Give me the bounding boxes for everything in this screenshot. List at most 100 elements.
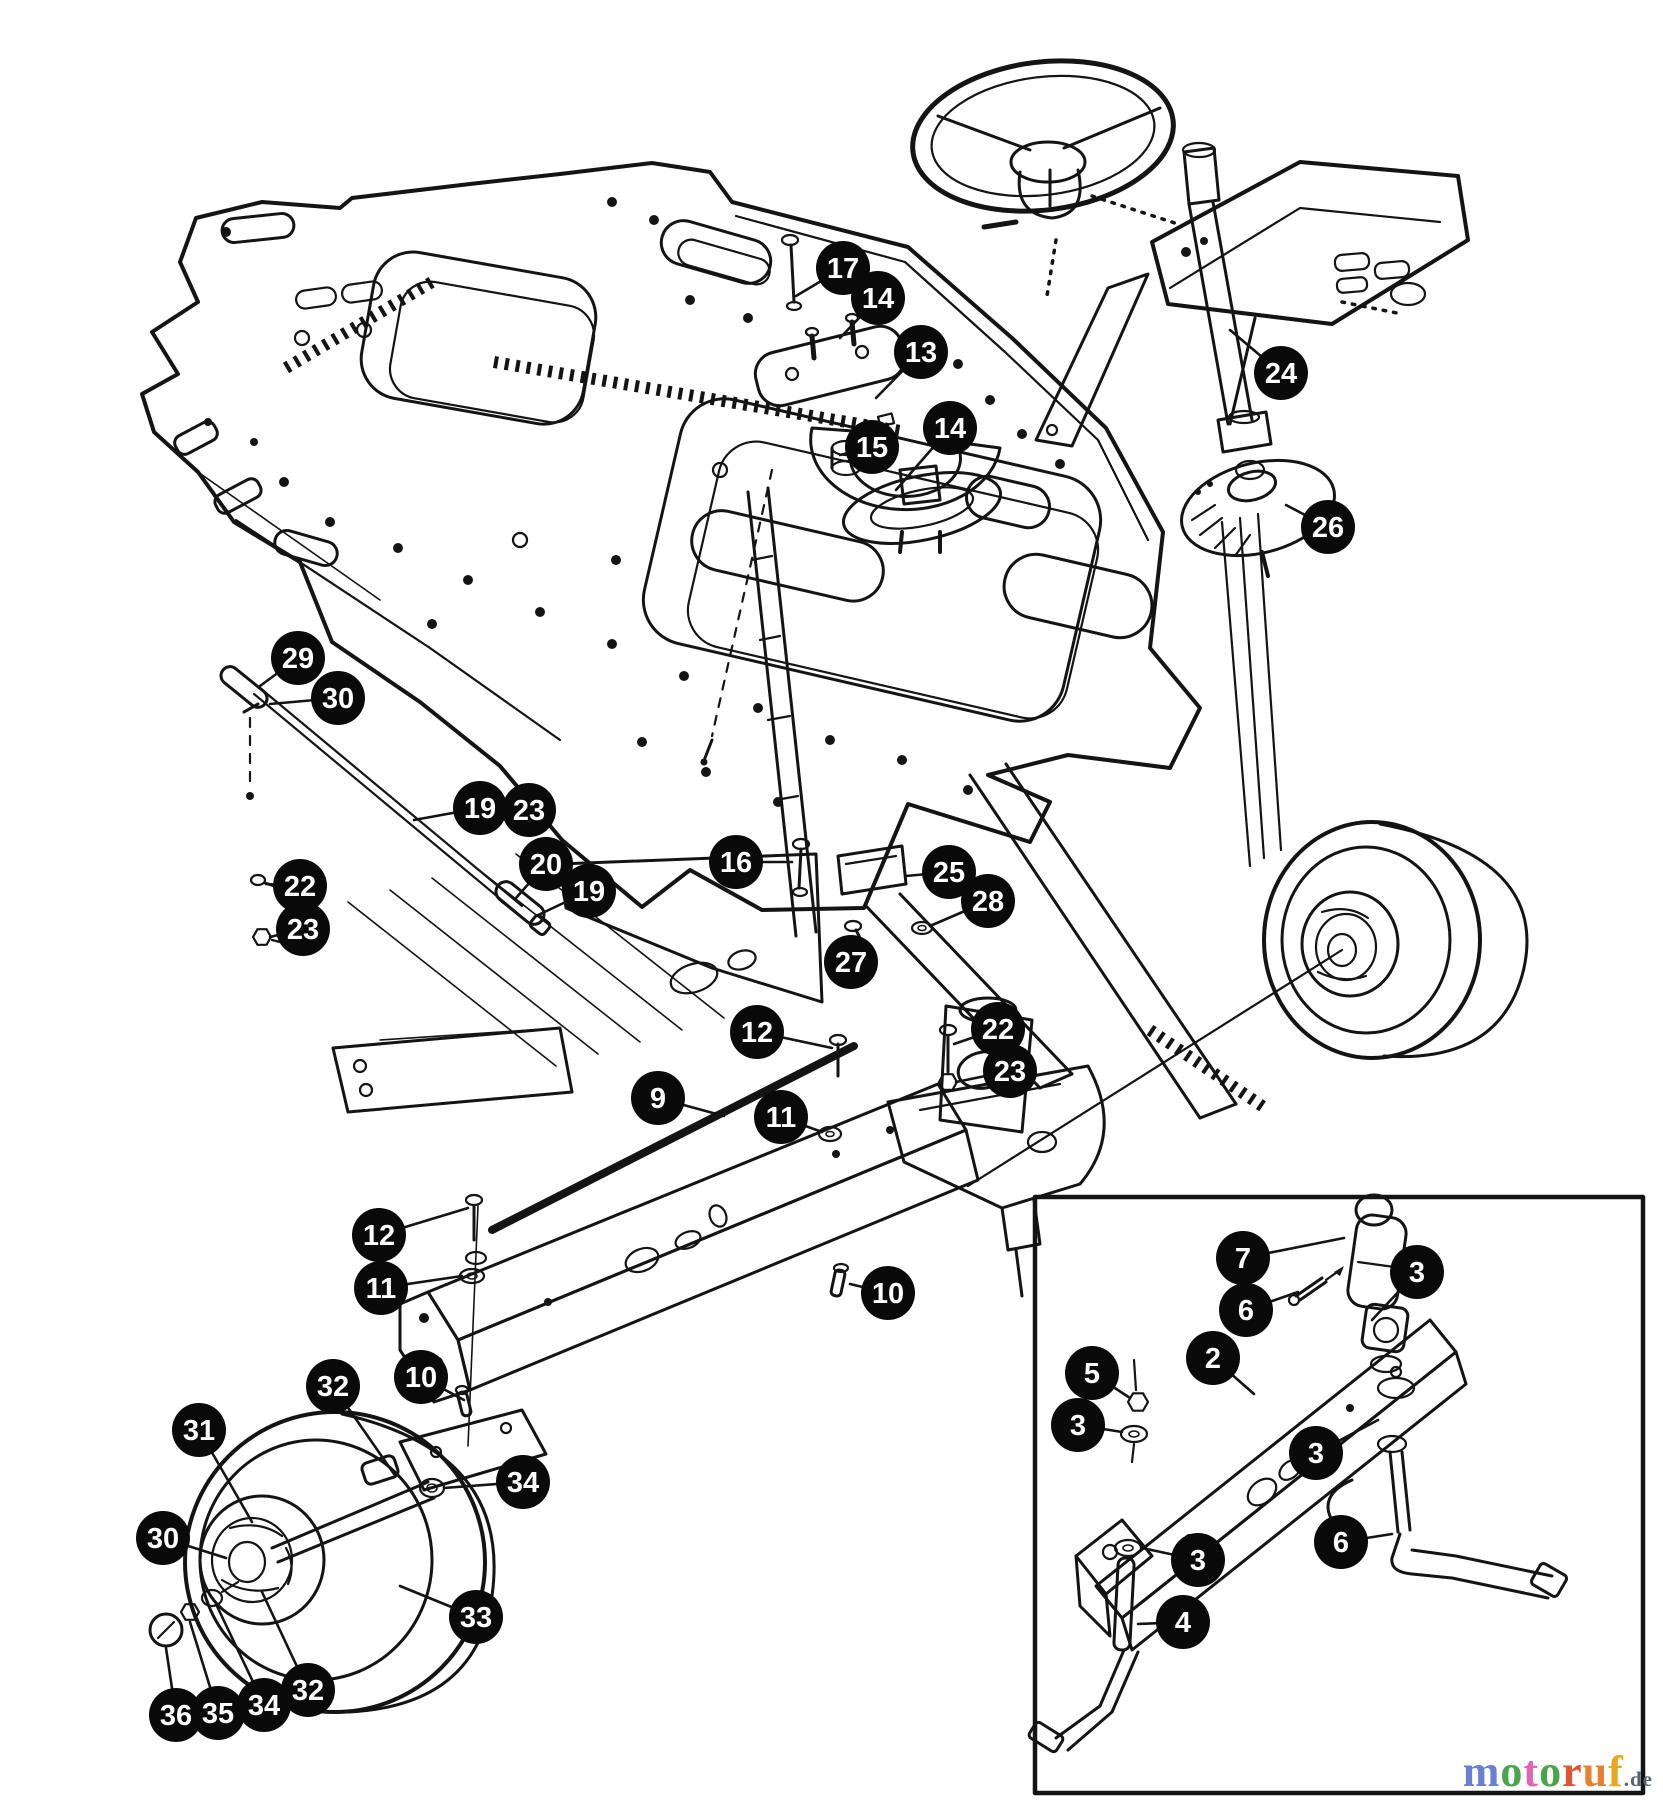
wheel-front-right xyxy=(966,820,1529,1188)
watermark-letter: f xyxy=(1608,1747,1624,1796)
svg-text:10: 10 xyxy=(405,1362,437,1394)
svg-text:2: 2 xyxy=(1205,1343,1221,1375)
svg-text:12: 12 xyxy=(741,1017,773,1049)
callout-28: 28 xyxy=(928,874,1015,928)
svg-text:35: 35 xyxy=(202,1698,234,1730)
callout-20: 20 xyxy=(514,837,573,900)
steering-shaft xyxy=(1181,141,1283,868)
callout-6: 6 xyxy=(1219,1283,1300,1337)
callout-11: 11 xyxy=(754,1090,824,1144)
svg-text:25: 25 xyxy=(933,857,965,889)
svg-text:19: 19 xyxy=(573,876,605,908)
svg-text:4: 4 xyxy=(1175,1607,1191,1639)
callout-27: 27 xyxy=(824,935,878,989)
svg-text:31: 31 xyxy=(183,1415,215,1447)
callout-14: 14 xyxy=(838,271,905,340)
svg-text:3: 3 xyxy=(1409,1257,1425,1289)
inset-spindle-right xyxy=(1326,1193,1569,1600)
svg-text:36: 36 xyxy=(160,1700,192,1732)
watermark-letter: r xyxy=(1562,1747,1583,1796)
inset-spindle-left xyxy=(1027,1358,1150,1754)
svg-text:10: 10 xyxy=(872,1278,904,1310)
callout-22: 22 xyxy=(952,1002,1025,1056)
watermark-suffix: .de xyxy=(1623,1767,1653,1791)
svg-text:3: 3 xyxy=(1190,1545,1206,1577)
svg-text:13: 13 xyxy=(905,337,937,369)
svg-text:11: 11 xyxy=(766,1102,797,1134)
svg-text:24: 24 xyxy=(1265,358,1297,390)
steering-wheel xyxy=(910,58,1180,304)
lift-channel xyxy=(331,1026,574,1114)
svg-text:3: 3 xyxy=(1308,1438,1324,1470)
steering-sector-plate xyxy=(1180,458,1336,578)
callout-35: 35 xyxy=(188,1620,245,1740)
callout-34: 34 xyxy=(214,1602,291,1732)
callout-3: 3 xyxy=(1370,1245,1444,1322)
svg-text:14: 14 xyxy=(862,283,894,315)
svg-text:34: 34 xyxy=(248,1690,280,1722)
steering-bearing-stack xyxy=(700,233,1003,898)
callout-30: 30 xyxy=(136,1511,228,1565)
svg-text:30: 30 xyxy=(322,683,354,715)
svg-text:27: 27 xyxy=(835,947,867,979)
callout-5: 5 xyxy=(1065,1346,1132,1400)
svg-text:33: 33 xyxy=(460,1602,492,1634)
callout-11: 11 xyxy=(354,1261,464,1315)
callout-32: 32 xyxy=(260,1590,335,1717)
callout-10: 10 xyxy=(394,1350,466,1404)
watermark-letter: u xyxy=(1582,1747,1609,1796)
inset-cotter-pin xyxy=(1287,1266,1344,1307)
svg-text:14: 14 xyxy=(934,413,966,445)
callout-14: 14 xyxy=(894,401,977,492)
callout-3: 3 xyxy=(1051,1398,1124,1452)
svg-text:20: 20 xyxy=(530,849,562,881)
svg-text:11: 11 xyxy=(366,1273,397,1305)
callout-31: 31 xyxy=(172,1403,254,1524)
svg-text:6: 6 xyxy=(1333,1527,1349,1559)
steering-link xyxy=(558,486,934,1004)
svg-text:28: 28 xyxy=(972,886,1004,918)
svg-text:22: 22 xyxy=(982,1014,1014,1046)
svg-text:23: 23 xyxy=(994,1056,1026,1088)
callout-23: 23 xyxy=(502,783,556,837)
svg-text:7: 7 xyxy=(1235,1243,1251,1275)
watermark-letter: t xyxy=(1523,1747,1540,1796)
callout-10: 10 xyxy=(848,1266,915,1320)
inset-box xyxy=(1027,1193,1646,1796)
callout-22: 22 xyxy=(264,859,327,913)
callout-6: 6 xyxy=(1314,1515,1394,1569)
svg-text:6: 6 xyxy=(1238,1295,1254,1327)
svg-text:15: 15 xyxy=(856,432,888,464)
svg-text:23: 23 xyxy=(513,795,545,827)
svg-text:9: 9 xyxy=(650,1083,666,1115)
callout-34: 34 xyxy=(442,1455,550,1509)
callout-17: 17 xyxy=(794,241,870,298)
svg-text:23: 23 xyxy=(287,914,319,946)
callout-12: 12 xyxy=(730,1005,834,1059)
callout-3: 3 xyxy=(1289,1418,1380,1480)
callout-15: 15 xyxy=(838,420,899,474)
svg-text:26: 26 xyxy=(1312,512,1344,544)
callout-24: 24 xyxy=(1228,328,1308,400)
callout-30: 30 xyxy=(268,671,365,725)
callout-7: 7 xyxy=(1216,1231,1346,1285)
callout-26: 26 xyxy=(1284,500,1355,554)
callout-9: 9 xyxy=(631,1071,726,1125)
callout-33: 33 xyxy=(398,1584,503,1644)
svg-text:19: 19 xyxy=(464,793,496,825)
svg-text:17: 17 xyxy=(827,253,859,285)
chassis-plate xyxy=(140,161,1202,912)
svg-text:5: 5 xyxy=(1084,1358,1100,1390)
svg-text:16: 16 xyxy=(720,847,752,879)
motoruf-watermark: motoruf.de xyxy=(1463,1750,1653,1794)
svg-text:29: 29 xyxy=(282,643,314,675)
svg-text:12: 12 xyxy=(363,1220,395,1252)
callout-13: 13 xyxy=(874,325,948,400)
axle-bracket-bolts xyxy=(937,1023,959,1091)
callout-4: 4 xyxy=(1136,1595,1210,1649)
svg-text:3: 3 xyxy=(1070,1410,1086,1442)
callout-2: 2 xyxy=(1186,1331,1256,1396)
